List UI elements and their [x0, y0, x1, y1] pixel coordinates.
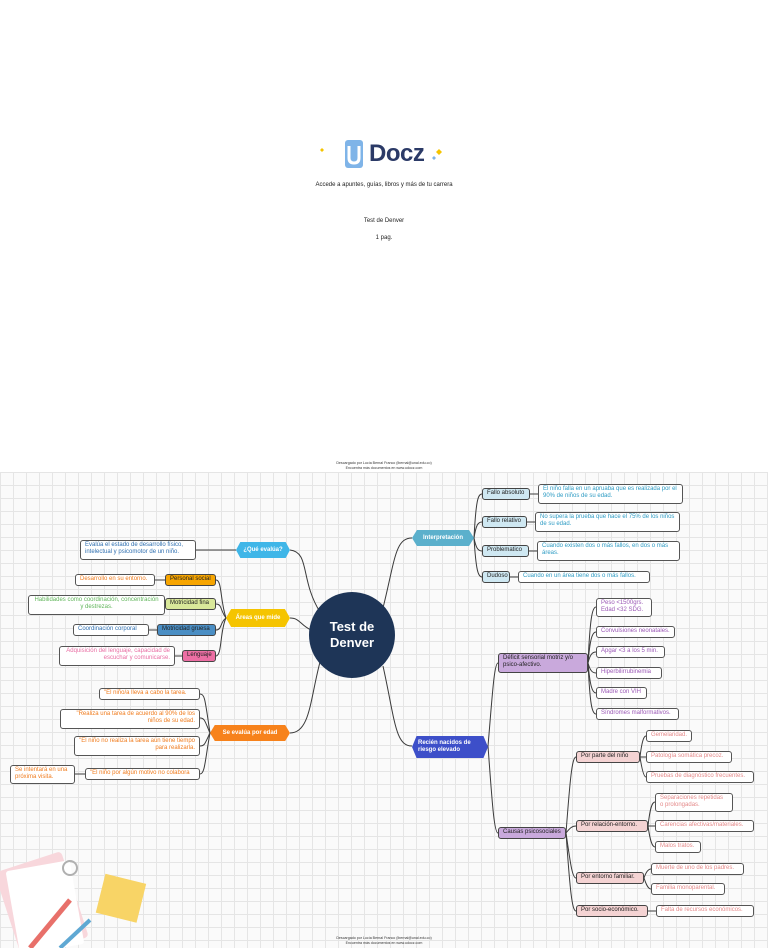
relacion-item-1[interactable]: Separaciones repetidas o prolongadas. [655, 793, 733, 812]
deficit-item-2[interactable]: Convulsiones neonatales. [596, 626, 675, 638]
nino-item-1[interactable]: Gemelaridad. [646, 730, 692, 742]
area-lenguaje[interactable]: Lenguaje [182, 650, 216, 662]
familiar-item-2[interactable]: Familia monoparental. [651, 883, 725, 895]
interp-problematico-detail[interactable]: Cuando existen dos o más fallos, en dos … [537, 541, 680, 561]
nino-item-3[interactable]: Pruebas de diagnóstico frecuentes. [646, 771, 754, 783]
evalua-detail[interactable]: Evalúa el estado de desarrollo físico, i… [80, 540, 196, 560]
interp-fallo-relativo[interactable]: Fallo relativo [482, 516, 527, 528]
deficit-item-6[interactable]: Síndromes malformativos. [596, 708, 679, 720]
center-topic[interactable]: Test de Denver [309, 592, 395, 678]
page-count: 1 pag. [375, 235, 393, 241]
interp-fallo-absoluto-detail[interactable]: El niño falla en un apruaba que es reali… [538, 484, 683, 504]
psico-group-socio[interactable]: Por socio-económico. [576, 905, 648, 917]
stationery-illustration-icon [0, 852, 147, 948]
edad-item-1[interactable]: "El niño/a lleva a cabo la tarea. [99, 688, 200, 700]
area-motricidad-fina-detail[interactable]: Habilidades como coordinación, concentra… [28, 595, 165, 615]
branch-interpretacion-label: Interpretación [422, 534, 463, 541]
edad-item-4[interactable]: "El niño por algún motivo no colabora [85, 768, 200, 780]
interp-dudoso-detail[interactable]: Cuando en un área tiene dos o más fallos… [518, 571, 650, 583]
branch-recien-label: Recién nacidos de riesgo elevado [418, 740, 471, 753]
document-title: Test de Denver [363, 218, 405, 224]
area-motricidad-gruesa-detail[interactable]: Coordinación corporal [73, 624, 149, 636]
branch-areas-label: Áreas que mide [235, 614, 281, 621]
branch-recien[interactable]: Recién nacidos de riesgo elevado [412, 736, 488, 758]
branch-evalua-label: ¿Qué evalúa? [243, 546, 283, 553]
deficit-item-4[interactable]: Hiperbilirrubinemia [596, 667, 662, 679]
psico-group-relacion[interactable]: Por relación-entorno. [576, 820, 648, 832]
branch-edad[interactable]: Se evalúa por edad [210, 725, 290, 741]
interp-problematico[interactable]: Problematico [482, 545, 529, 557]
edad-item-2[interactable]: "Realiza una tarea de acuerdo al 90% de … [60, 709, 200, 729]
deficit-item-1[interactable]: Peso <1500grs. Edad <32 SDG. [596, 598, 652, 617]
interp-fallo-relativo-detail[interactable]: No supera la prueba que hace el 75% de l… [535, 512, 680, 532]
recien-deficit[interactable]: Déficit sensorial motriz y/o psico-afect… [498, 653, 588, 673]
psico-group-familiar[interactable]: Por entorno familiar. [576, 872, 644, 884]
branch-interpretacion[interactable]: Interpretación [412, 530, 474, 546]
area-personal-social-detail[interactable]: Desarrollo en su entorno. [75, 574, 155, 586]
area-lenguaje-detail[interactable]: Adquisición del lenguaje, capacidad de e… [59, 646, 175, 666]
interp-fallo-absoluto[interactable]: Fallo absoluto [482, 488, 530, 500]
branch-areas[interactable]: Áreas que mide [226, 609, 290, 627]
edad-item-3[interactable]: "El niño no realiza la tarea aún tiene t… [74, 736, 200, 756]
nino-item-2[interactable]: Patología somática precoz. [646, 751, 732, 763]
center-topic-label: Test de Denver [329, 619, 375, 650]
familiar-item-1[interactable]: Muerte de uno de los padres. [651, 863, 744, 875]
edad-extra[interactable]: Se intentará en una próxima visita. [10, 765, 75, 784]
relacion-item-3[interactable]: Malos tratos. [655, 841, 701, 853]
area-personal-social[interactable]: Personal social [165, 574, 216, 586]
deficit-item-5[interactable]: Madre con VIH [596, 687, 647, 699]
cover-page: Docz Accede a apuntes, guías, libros y m… [0, 0, 768, 470]
footer-download-text-bottom: Descargado por Lucía Bernal Franco (lber… [336, 936, 432, 940]
udocz-logo-icon [320, 140, 442, 168]
deficit-item-3[interactable]: Apgar <3 a los 5 min. [596, 646, 665, 658]
tagline: Accede a apuntes, guías, libros y más de… [315, 182, 453, 188]
relacion-item-2[interactable]: Carencias afectivas/materiales. [655, 820, 754, 832]
interp-dudoso[interactable]: Dudoso [482, 571, 510, 583]
area-motricidad-gruesa[interactable]: Motricidad gruesa [157, 624, 216, 636]
footer-more-text: Encuentra más documentos en www.udocz.co… [345, 466, 423, 470]
footer-more-text-bottom: Encuentra más documentos en www.udocz.co… [345, 941, 423, 945]
area-motricidad-fina[interactable]: Motricidad fina [165, 598, 216, 610]
footer-download-text: Descargado por Lucía Bernal Franco (lber… [336, 461, 432, 465]
brand-name: Docz [369, 140, 425, 167]
socio-item-1[interactable]: Falta de recursos económicos. [656, 905, 754, 917]
branch-evalua[interactable]: ¿Qué evalúa? [236, 542, 290, 558]
branch-edad-label: Se evalúa por edad [222, 729, 278, 736]
recien-psico[interactable]: Causas psicosociales [498, 827, 566, 839]
psico-group-nino[interactable]: Por parte del niño [576, 751, 640, 763]
